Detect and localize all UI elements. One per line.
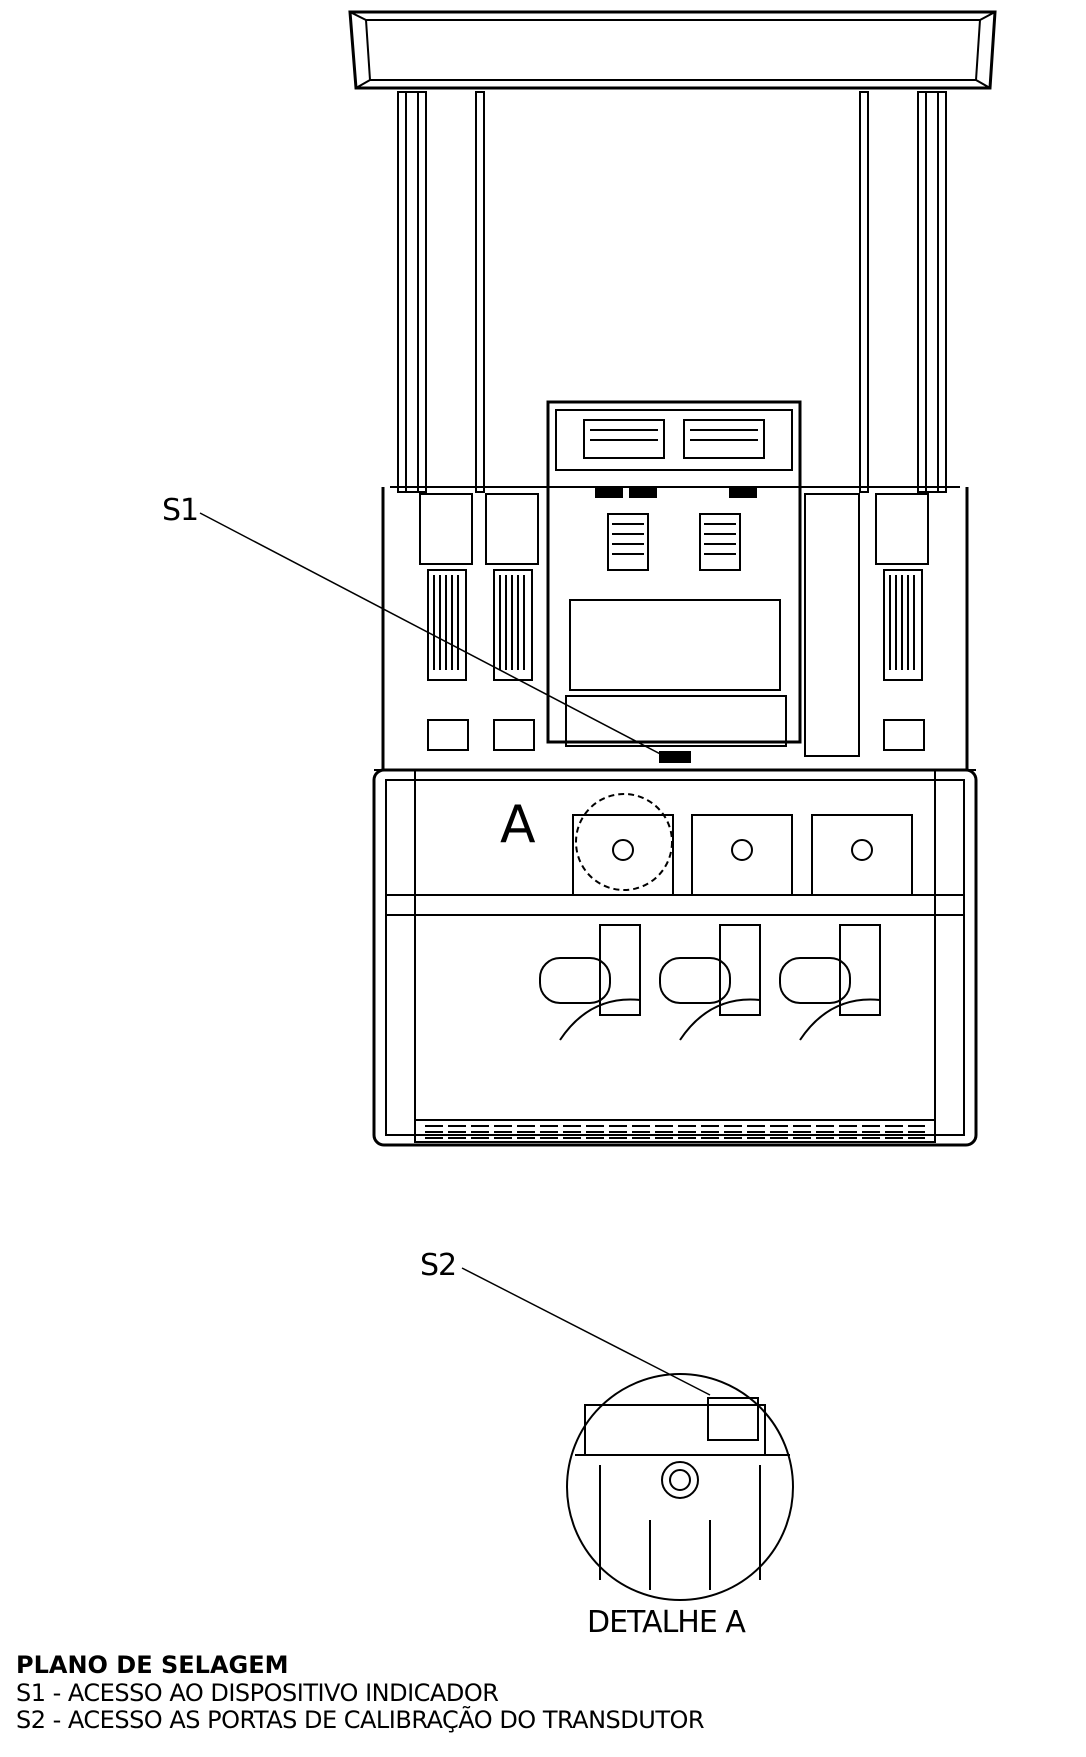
display-head	[546, 400, 802, 763]
cabinet	[372, 486, 978, 1147]
detail-a-view	[566, 1373, 794, 1601]
support-columns	[397, 91, 947, 493]
legend-title: PLANO DE SELAGEM	[16, 1651, 289, 1679]
nozzle-holders	[419, 493, 929, 757]
legend-item: S2 - ACESSO AS PORTAS DE CALIBRAÇÃO DO T…	[16, 1706, 705, 1734]
canopy	[348, 10, 997, 90]
s2-leader-line	[461, 1267, 711, 1396]
s1-leader-line	[199, 512, 669, 759]
detail-a-marker: A	[500, 795, 536, 855]
pump-assemblies	[539, 924, 881, 1041]
sealing-plan-legend: PLANO DE SELAGEM S1 - ACESSO AO DISPOSIT…	[16, 1650, 705, 1734]
legend-item: S1 - ACESSO AO DISPOSITIVO INDICADOR	[16, 1679, 499, 1707]
base-grille	[414, 1119, 936, 1143]
callout-s1: S1	[162, 493, 199, 528]
callout-s2: S2	[420, 1248, 457, 1283]
meter-assemblies	[386, 793, 964, 916]
detail-caption: DETALHE A	[587, 1605, 746, 1640]
